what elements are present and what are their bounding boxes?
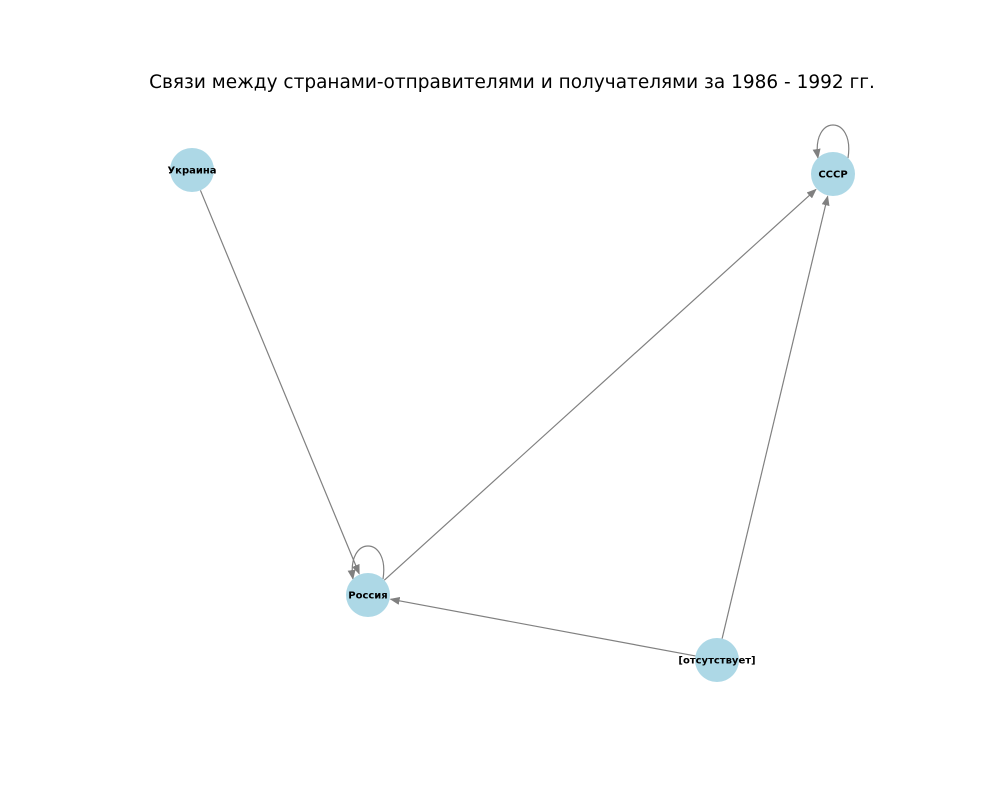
edge-absent-to-russia (389, 596, 696, 657)
node-label-ukraine: Украина (167, 166, 216, 177)
node-ukraine: Украина (167, 148, 217, 192)
edge-ukraine-to-russia (199, 190, 360, 575)
nodes-layer: Украина СССР Россия [отсутствует] (167, 148, 855, 682)
node-absent: [отсутствует] (678, 638, 756, 682)
edges-layer (199, 124, 850, 657)
edge-russia-to-russia (347, 545, 385, 580)
node-circle-absent (695, 638, 739, 682)
node-circle-russia (346, 573, 390, 617)
diagram-title: Связи между странами-отправителями и пол… (149, 72, 875, 93)
node-label-ussr: СССР (818, 170, 847, 181)
node-circle-ukraine (170, 148, 214, 192)
edge-russia-to-ussr (383, 188, 817, 581)
edge-ussr-to-ussr (812, 124, 850, 159)
node-russia: Россия (346, 573, 390, 617)
edge-absent-to-ussr (721, 195, 830, 639)
node-label-absent: [отсутствует] (678, 656, 755, 667)
node-label-russia: Россия (348, 591, 387, 602)
node-circle-ussr (811, 152, 855, 196)
node-ussr: СССР (811, 152, 855, 196)
